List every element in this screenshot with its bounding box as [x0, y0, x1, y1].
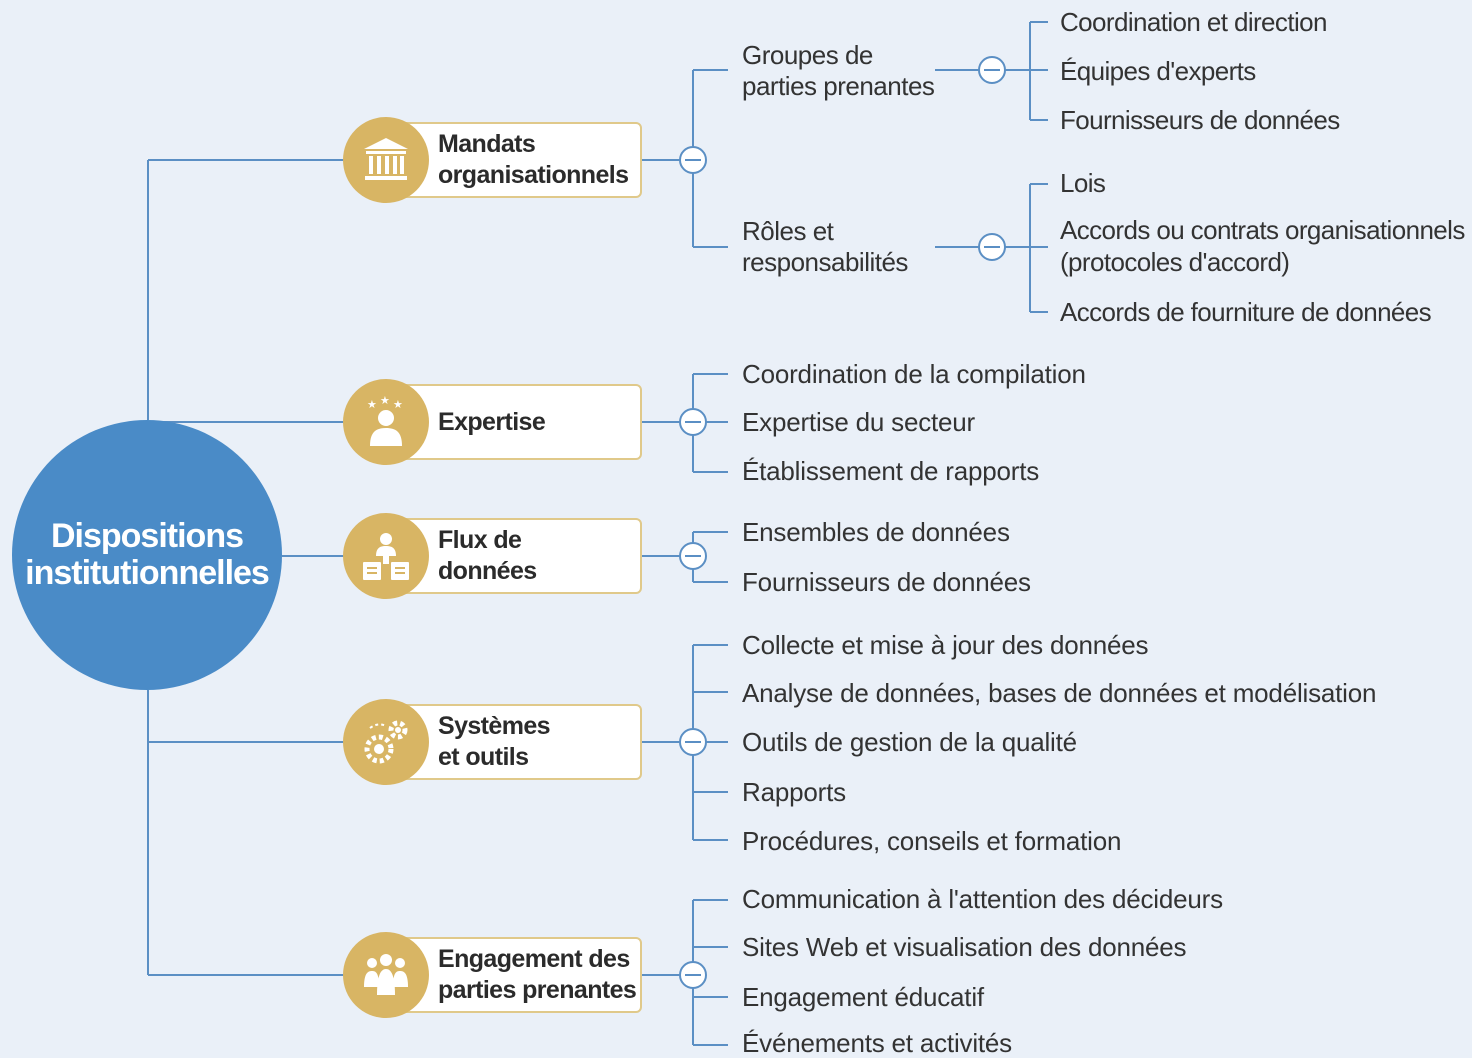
collapse-toggle-expertise: [679, 408, 707, 436]
leaf-item: Coordination de la compilation: [742, 359, 1086, 389]
institution-building-icon: [343, 117, 429, 203]
branch-label: parties prenantes: [438, 976, 637, 1004]
collapse-toggle-groupes: [978, 56, 1006, 84]
leaf-item: Collecte et mise à jour des données: [742, 630, 1149, 660]
leaf-item: Ensembles de données: [742, 517, 1010, 547]
branch-label: Systèmes: [438, 712, 551, 740]
leaf-item: Fournisseurs de données: [1060, 105, 1340, 135]
leaf-item: Événements et activités: [742, 1028, 1012, 1058]
root-label-line1: Dispositions: [50, 517, 244, 555]
leaf-item: Analyse de données, bases de données et …: [742, 678, 1377, 708]
collapse-toggle-engagement: [679, 961, 707, 989]
leaf-item: Équipes d'experts: [1060, 56, 1256, 86]
leaf-item: Expertise du secteur: [742, 407, 976, 437]
collapse-toggle-mandats: [679, 146, 707, 174]
branch-mandats[interactable]: Mandats organisationnels: [392, 122, 642, 198]
branch-label: Engagement des: [438, 945, 630, 973]
node-label: Rôles et: [742, 216, 834, 246]
leaf-item: Rapports: [742, 777, 846, 807]
leaf-item: Accords ou contrats organisationnels: [1060, 215, 1465, 245]
branch-systemes[interactable]: Systèmes et outils: [392, 704, 642, 780]
leaf-item: Coordination et direction: [1060, 7, 1327, 37]
leaf-item: Procédures, conseils et formation: [742, 826, 1122, 856]
leaf-item: Fournisseurs de données: [742, 567, 1031, 597]
collapse-toggle-flux: [679, 542, 707, 570]
root-label-line2: institutionnelles: [25, 554, 270, 592]
leaf-item: Lois: [1060, 168, 1106, 198]
branch-label: et outils: [438, 743, 529, 771]
branch-label: Mandats: [438, 130, 536, 158]
leaf-item: Sites Web et visualisation des données: [742, 932, 1187, 962]
people-group-icon: [343, 932, 429, 1018]
leaf-item: Accords de fourniture de données: [1060, 297, 1432, 327]
node-label: responsabilités: [742, 247, 908, 277]
svg-text:★: ★: [367, 398, 377, 411]
leaf-item: Établissement de rapports: [742, 456, 1040, 486]
data-flow-person-icon: [343, 513, 429, 599]
branch-expertise[interactable]: Expertise: [392, 384, 642, 460]
branch-label: Expertise: [438, 407, 546, 436]
collapse-toggle-systemes: [679, 728, 707, 756]
leaf-item: Outils de gestion de la qualité: [742, 727, 1077, 757]
leaf-item: (protocoles d'accord): [1060, 247, 1290, 277]
svg-text:★: ★: [380, 394, 390, 407]
gears-tools-icon: [343, 699, 429, 785]
leaf-item: Communication à l'attention des décideur…: [742, 884, 1223, 914]
branch-label: données: [438, 557, 537, 585]
branch-label: organisationnels: [438, 161, 629, 189]
node-label: Groupes de: [742, 40, 873, 70]
branch-label: Flux de: [438, 526, 522, 554]
leaf-item: Engagement éducatif: [742, 982, 984, 1012]
svg-text:★: ★: [393, 398, 403, 411]
node-label: parties prenantes: [742, 71, 935, 101]
root-node: Dispositions institutionnelles: [12, 420, 282, 690]
branch-engagement[interactable]: Engagement des parties prenantes: [392, 937, 642, 1013]
branch-flux[interactable]: Flux de données: [392, 518, 642, 594]
collapse-toggle-roles: [978, 233, 1006, 261]
expert-person-stars-icon: ★★★: [343, 379, 429, 465]
